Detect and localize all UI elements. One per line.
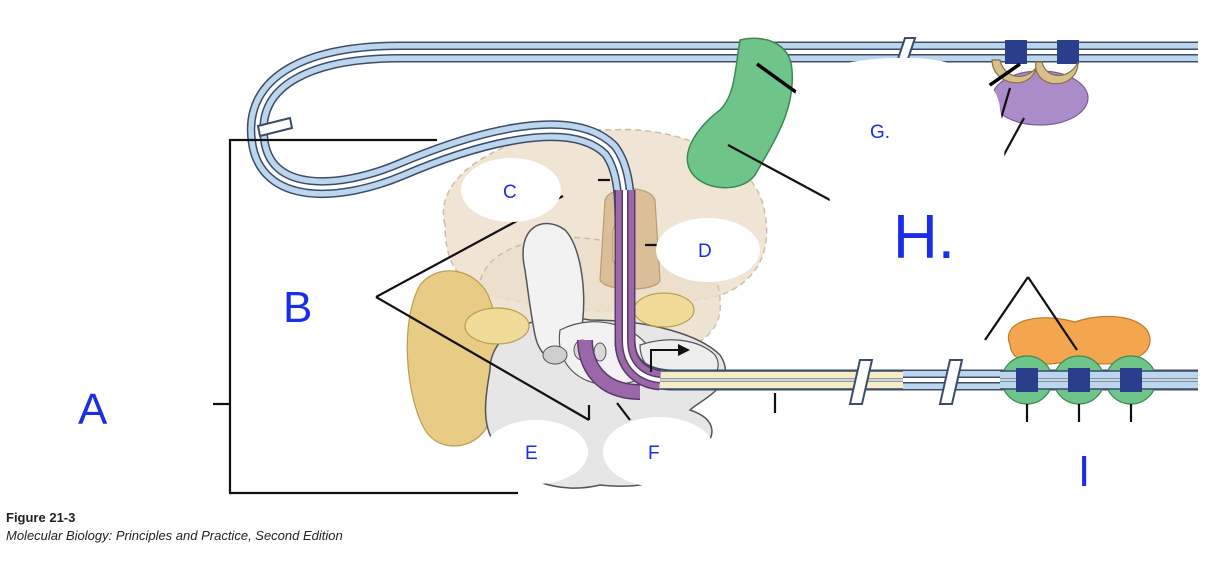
label-g: G. xyxy=(870,122,890,143)
label-c: C xyxy=(503,182,517,203)
tf-oval-right xyxy=(633,292,695,328)
label-f: F xyxy=(648,443,660,464)
label-e: E xyxy=(525,443,538,464)
label-d: D xyxy=(698,241,712,262)
label-b: B xyxy=(283,283,312,332)
core-promoter-dna xyxy=(614,190,662,391)
label-a: A xyxy=(78,385,108,434)
arrow-head xyxy=(678,344,690,356)
edition-text: , Second Edition xyxy=(248,528,343,543)
figure-caption-title: Figure 21-3 xyxy=(6,510,76,525)
label-bubbles xyxy=(461,57,1005,487)
tf-oval-left xyxy=(464,307,530,345)
label-h: H. xyxy=(893,203,955,272)
nucleosome-complex xyxy=(1000,315,1198,405)
repressor-complex xyxy=(991,59,1089,126)
transcription-start-arrow xyxy=(650,349,680,372)
transcribed-region xyxy=(655,370,903,390)
figure-caption-source: Molecular Biology: Principles and Practi… xyxy=(6,528,343,543)
label-i: I xyxy=(1078,447,1090,496)
activator-protein xyxy=(686,37,794,189)
book-title: Molecular Biology: Principles and Practi… xyxy=(6,528,249,543)
